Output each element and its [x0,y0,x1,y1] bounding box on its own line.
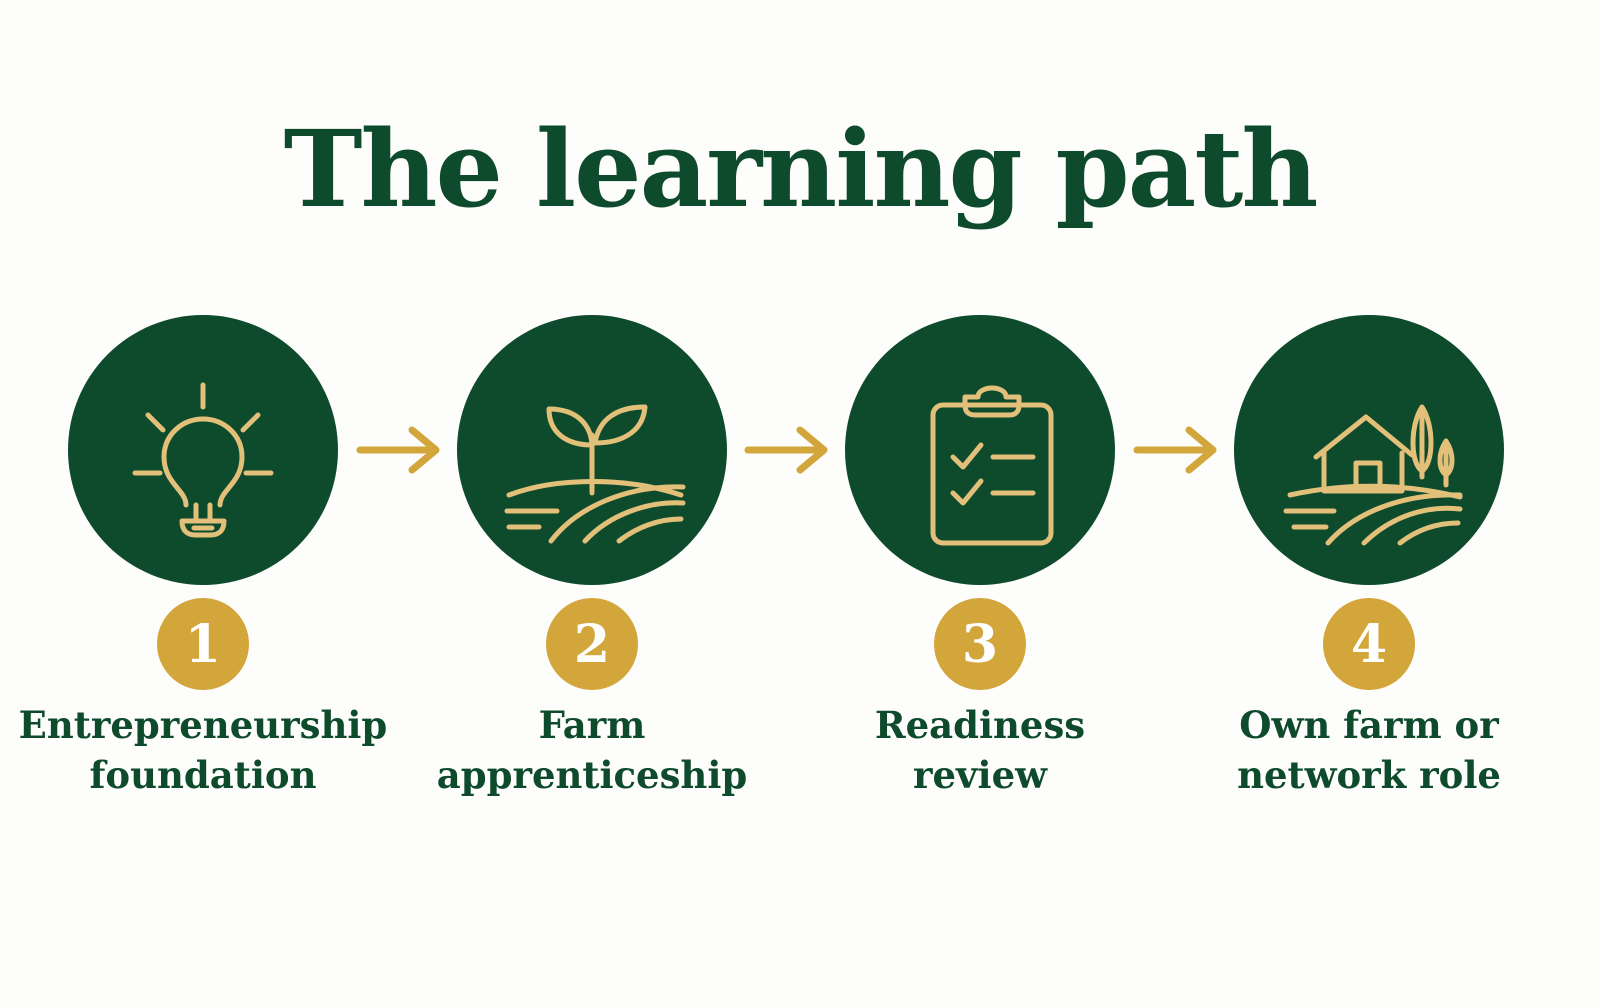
step-3-label-line-2: review [913,753,1047,797]
step-3-number-badge: 3 [934,598,1026,690]
step-1-circle [68,315,338,585]
arrow-right-icon [1133,426,1217,474]
step-1-number-badge: 1 [157,598,249,690]
step-1-label: Entrepreneurship foundation [0,700,413,800]
step-4-label: Own farm or network role [1159,700,1579,800]
step-2-number-badge: 2 [546,598,638,690]
arrow-right-icon [744,426,828,474]
clipboard-checklist-icon [930,385,1054,546]
step-3-label-line-1: Readiness [874,703,1086,747]
arrow-right-icon [356,426,440,474]
step-1-label-line-1: Entrepreneurship [18,703,388,747]
step-2-label: Farm apprenticeship [382,700,802,800]
lightbulb-icon [132,382,274,538]
step-3-label: Readiness review [770,700,1190,800]
farmhouse-icon [1283,404,1463,546]
step-4-circle [1234,315,1504,585]
step-4-label-line-2: network role [1237,753,1501,797]
step-3-circle [845,315,1115,585]
step-4-number-badge: 4 [1323,598,1415,690]
step-2-label-line-2: apprenticeship [436,753,748,797]
sprout-field-icon [504,404,686,544]
page-title: The learning path [283,106,1319,231]
step-4-label-line-1: Own farm or [1239,703,1499,747]
step-2-label-line-1: Farm [538,703,646,747]
step-1-label-line-2: foundation [89,753,317,797]
step-2-circle [457,315,727,585]
